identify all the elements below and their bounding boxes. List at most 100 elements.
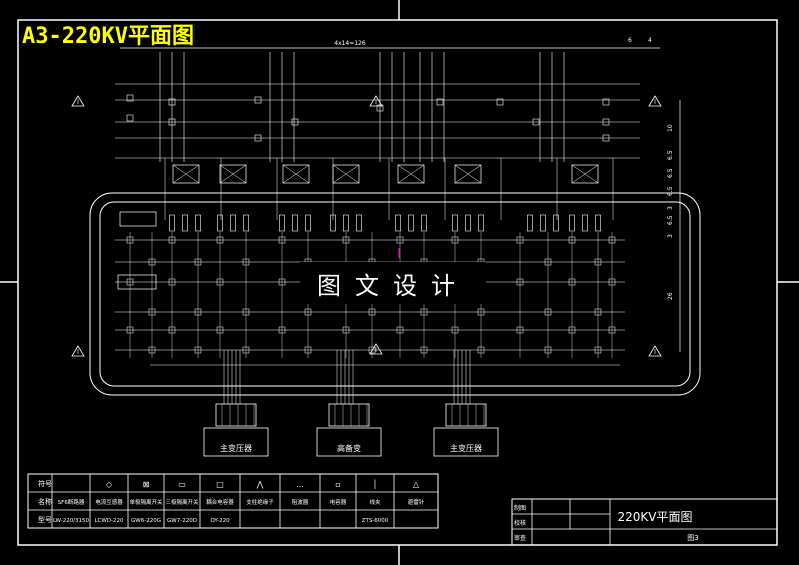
legend-symbol-icon: │ [373,479,378,489]
right-dim-5: 3 [667,206,674,210]
title-block-label-2: 校核 [514,519,526,527]
lightning-rod-icon [369,343,383,355]
capacitor [305,214,311,232]
capacitor [595,214,601,232]
legend-name: 电流互感器 [95,498,123,506]
capacitor [330,214,336,232]
legend-symbol-icon: ... [296,480,304,489]
legend-symbol-icon: ⋀ [256,480,264,489]
road-inner [99,201,691,387]
right-dim-2: 6.5 [667,150,674,160]
legend-model: OY-220 [210,518,230,524]
capacitor [465,214,471,232]
equipment-box [119,211,157,227]
right-dim-1: 10 [667,124,674,132]
disconnector-diag [571,164,599,184]
transformer-body [215,403,257,427]
legend-symbol-icon: ◇ [106,480,113,489]
disconnector [172,164,200,184]
capacitor [395,214,401,232]
legend-name: 三极隔离开关 [165,498,199,506]
legend-model: GW6-220G [131,518,161,524]
drawing-title: A3-220KV平面图 [22,24,194,49]
title-block-label-1: 制图 [514,504,526,512]
device-box [532,118,540,126]
capacitor [421,214,427,232]
top-dimension: 4x14=126 6 4 [120,37,660,49]
capacitor [230,214,236,232]
device-box [602,118,610,126]
legend-header-name: 名称 [38,497,52,506]
transformer-body [328,403,370,427]
legend-header-model: 型号 [38,515,52,524]
capacitor [569,214,575,232]
transformer-label: 高备变 [337,443,361,453]
legend-name: 电容器 [330,498,347,506]
right-dim-7: 3 [667,234,674,238]
legend-symbol-icon: □ [216,480,224,489]
capacitor [279,214,285,232]
capacitor [582,214,588,232]
disconnector [282,164,310,184]
disconnector [571,164,599,184]
capacitor [408,214,414,232]
disconnector [219,164,247,184]
device-box [602,98,610,106]
transformer-body [445,403,487,427]
lightning-rod-icon [369,95,383,107]
capacitor [478,214,484,232]
capacitor [217,214,223,232]
equipment-box [117,274,157,290]
capacitor [553,214,559,232]
capacitor [243,214,249,232]
legend-name: 线夹 [369,498,381,506]
transformer-frame [316,427,382,457]
legend-symbol-icon: ⊠ [143,480,150,489]
lightning-rod-icon [648,345,662,357]
drawing-name: 220KV平面图 [618,510,693,524]
capacitor [527,214,533,232]
lightning-rod-icon [648,95,662,107]
right-dimension: 10 6.5 6.5 6.5 3 6.5 3 26 [667,100,681,352]
device-box [126,114,134,122]
disconnector-diag [397,164,425,184]
device-box [126,94,134,102]
capacitor [343,214,349,232]
legend-name: 耦合电容器 [206,498,234,506]
legend-name: 支柱绝缘子 [246,498,274,506]
capacitor [356,214,362,232]
disconnector [397,164,425,184]
sheet-number: 图3 [687,534,698,542]
legend-model: ZTS-6000 [362,518,389,524]
right-dim-6: 6.5 [667,215,674,225]
legend-model: LW-220/3150 [53,518,90,524]
capacitor [292,214,298,232]
device-box [291,118,299,126]
legend-name: 单极隔离开关 [129,498,163,506]
transformer-frame [433,427,499,457]
transformer-label: 主变压器 [220,443,252,453]
device-box [376,104,384,112]
watermark: 图文设计 [300,262,486,304]
lightning-rod-icon [71,95,85,107]
legend-model: GW7-220D [167,518,197,524]
top-right-dim-1: 6 [628,37,632,44]
capacitor [195,214,201,232]
device-box [602,134,610,142]
device-box [254,134,262,142]
top-dimension-label: 4x14=126 [334,40,366,47]
legend-header-symbol: 符号 [38,479,52,488]
device-box [254,96,262,104]
legend-name: 阻波器 [292,498,309,506]
disconnector-diag [172,164,200,184]
disconnector-diag [219,164,247,184]
legend-symbol-icon: ▭ [178,480,186,489]
legend-model: LCWD-220 [94,518,124,524]
legend-name: SF6断路器 [58,498,85,506]
capacitor [452,214,458,232]
legend-symbol-icon: △ [413,480,420,489]
disconnector-diag [332,164,360,184]
device-box [168,118,176,126]
title-block-label-3: 审查 [514,534,526,542]
